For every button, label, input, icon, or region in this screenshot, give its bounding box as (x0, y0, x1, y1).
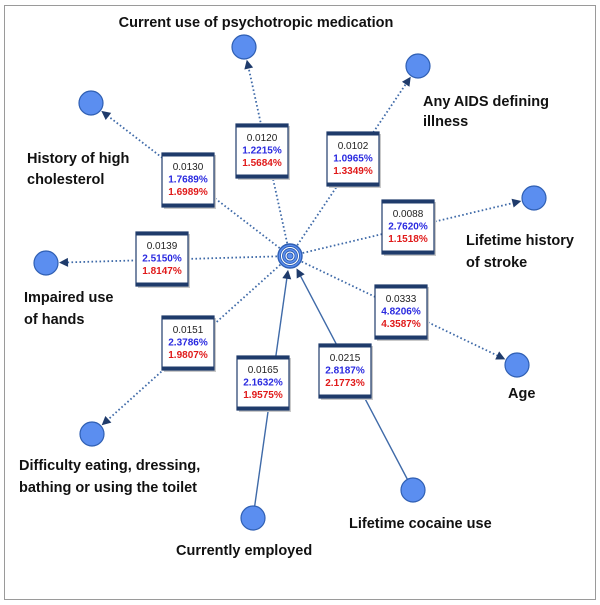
node-label-hands: Impaired use (24, 290, 113, 306)
node-label-cholesterol: cholesterol (27, 172, 104, 188)
value-box-body (381, 199, 435, 255)
value-box-bottom-bar (382, 250, 434, 254)
value-box-bottom-bar (236, 174, 288, 178)
node-label-employed: Currently employed (176, 543, 312, 559)
node-age[interactable] (504, 352, 530, 378)
arrowhead-stroke (511, 198, 522, 208)
node-label-aids: Any AIDS defining (423, 94, 549, 110)
node-label-age: Age (508, 386, 535, 402)
value-blue-percent: 1.7689% (168, 175, 208, 186)
value-box-bottom-bar (162, 366, 214, 370)
value-box-top-bar (236, 124, 288, 128)
value-box-top-bar (162, 316, 214, 320)
node-hands[interactable] (33, 250, 59, 276)
value-weight: 0.0088 (393, 209, 424, 220)
arrowhead-hands (58, 257, 69, 267)
value-box-top-bar (375, 285, 427, 289)
value-blue-percent: 2.5150% (142, 254, 182, 265)
value-box-cholesterol: 0.0130 1.7689%1.6989% (161, 152, 216, 209)
central-hub-node[interactable] (277, 243, 303, 269)
value-red-percent: 1.8147% (142, 266, 182, 277)
arrowhead-cocaine (296, 268, 305, 279)
value-box-body (236, 355, 290, 411)
node-label-aids: illness (423, 114, 468, 130)
node-label-cholesterol: History of high (27, 151, 129, 167)
value-box-aids: 0.0102 1.0965%1.3349% (326, 131, 381, 188)
value-red-percent: 1.1518% (388, 234, 428, 245)
value-weight: 0.0120 (247, 133, 278, 144)
node-label-stroke: Lifetime history (466, 233, 574, 249)
value-blue-percent: 1.2215% (242, 146, 282, 157)
value-box-hands: 0.0139 2.5150%1.8147% (135, 231, 190, 288)
value-box-age: 0.0333 4.8206%4.3587% (374, 284, 429, 341)
value-weight: 0.0165 (248, 365, 279, 376)
value-box-bottom-bar (327, 182, 379, 186)
value-box-top-bar (319, 344, 371, 348)
value-box-difficulty: 0.0151 2.3786%1.9807% (161, 315, 216, 372)
value-weight: 0.0151 (173, 325, 204, 336)
node-label-difficulty: bathing or using the toilet (19, 480, 197, 496)
value-box-top-bar (136, 232, 188, 236)
arrowhead-age (495, 351, 506, 360)
value-red-percent: 1.9575% (243, 390, 283, 401)
value-blue-percent: 2.7620% (388, 222, 428, 233)
hub-ring (286, 252, 294, 260)
value-blue-percent: 1.0965% (333, 154, 373, 165)
node-employed[interactable] (240, 505, 266, 531)
value-weight: 0.0215 (330, 353, 361, 364)
value-weight: 0.0130 (173, 162, 204, 173)
value-blue-percent: 2.1632% (243, 378, 283, 389)
arrowhead-psychotropic (244, 59, 254, 70)
value-blue-percent: 2.8187% (325, 366, 365, 377)
value-box-top-bar (162, 153, 214, 157)
node-difficulty[interactable] (79, 421, 105, 447)
figure-frame (4, 5, 596, 600)
value-box-bottom-bar (237, 406, 289, 410)
value-box-body (161, 152, 215, 208)
node-aids[interactable] (405, 53, 431, 79)
value-blue-percent: 2.3786% (168, 338, 208, 349)
value-box-psychotropic: 0.0120 1.2215%1.5684% (235, 123, 290, 180)
node-label-cocaine: Lifetime cocaine use (349, 516, 492, 532)
node-cocaine[interactable] (400, 477, 426, 503)
value-box-body (374, 284, 428, 340)
arrowhead-employed (282, 269, 292, 280)
value-box-bottom-bar (136, 282, 188, 286)
value-box-employed: 0.0165 2.1632%1.9575% (236, 355, 291, 412)
value-box-bottom-bar (319, 394, 371, 398)
value-box-cocaine: 0.0215 2.8187%2.1773% (318, 343, 373, 400)
value-red-percent: 1.9807% (168, 350, 208, 361)
value-weight: 0.0139 (147, 241, 178, 252)
node-cholesterol[interactable] (78, 90, 104, 116)
value-red-percent: 1.5684% (242, 158, 282, 169)
value-red-percent: 1.3349% (333, 166, 373, 177)
value-box-body (326, 131, 380, 187)
value-red-percent: 4.3587% (381, 319, 421, 330)
node-label-hands: of hands (24, 312, 84, 328)
value-box-top-bar (327, 132, 379, 136)
value-box-bottom-bar (375, 335, 427, 339)
value-weight: 0.0333 (386, 294, 417, 305)
value-red-percent: 2.1773% (325, 378, 365, 389)
node-psychotropic[interactable] (231, 34, 257, 60)
arrowhead-difficulty (101, 415, 112, 426)
value-red-percent: 1.6989% (168, 187, 208, 198)
value-blue-percent: 4.8206% (381, 307, 421, 318)
arrowhead-cholesterol (101, 110, 112, 120)
arrowhead-aids (401, 76, 411, 87)
node-label-psychotropic: Current use of psychotropic medication (119, 15, 394, 31)
value-box-top-bar (237, 356, 289, 360)
value-box-bottom-bar (162, 203, 214, 207)
node-label-difficulty: Difficulty eating, dressing, (19, 458, 200, 474)
value-weight: 0.0102 (338, 141, 369, 152)
value-box-body (161, 315, 215, 371)
value-box-body (135, 231, 189, 287)
value-box-stroke: 0.0088 2.7620%1.1518% (381, 199, 436, 256)
node-label-stroke: of stroke (466, 255, 527, 271)
value-box-top-bar (382, 200, 434, 204)
node-stroke[interactable] (521, 185, 547, 211)
